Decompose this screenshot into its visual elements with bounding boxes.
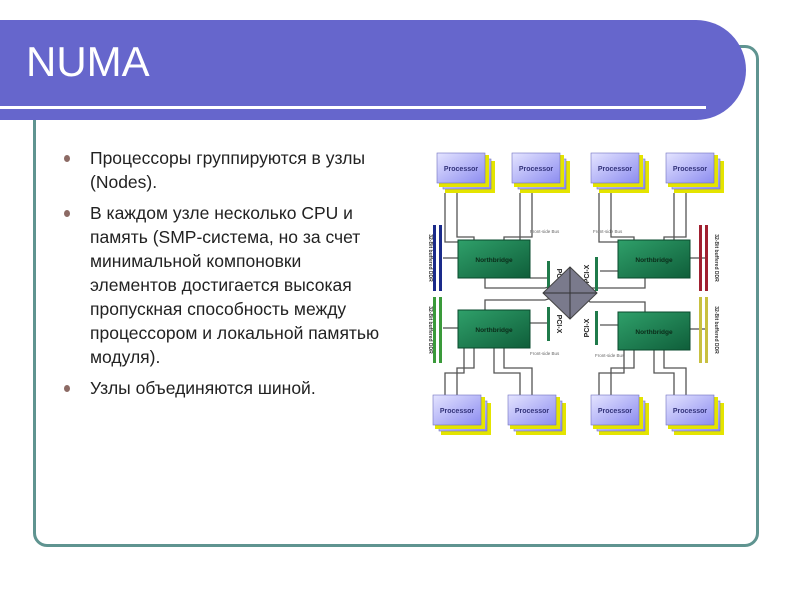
memory-module [439,297,442,363]
bullet-item: Узлы объединяются шиной. [62,376,392,400]
front-side-bus-label: Front-side Bus [593,229,623,234]
bullet-list: Процессоры группируются в узлы (Nodes). … [62,146,392,407]
title-underline [0,106,706,109]
pci-x-slot [547,307,550,341]
bus-wire [584,278,646,289]
bus-wire [653,193,675,243]
pci-x-label: PCI-X [584,264,591,283]
bullet-item: Процессоры группируются в узлы (Nodes). [62,146,392,194]
pci-x-slot [595,311,598,345]
processor-box [590,152,640,184]
bus-wire [584,296,646,312]
memory-module [705,225,708,291]
memory-module [439,225,442,291]
bus-wire [484,278,556,289]
processor-box [436,152,486,184]
memory-module [433,297,436,363]
memory-label: 32-Bit buffered DDR [427,234,433,282]
pci-x-slot [595,257,598,291]
northbridge-box [457,309,531,349]
processor-label: Processor [444,166,479,173]
front-side-bus-label: Front-side Bus [595,353,625,358]
bus-wire [456,348,475,398]
processor-label: Processor [673,408,708,415]
memory-label: 32-Bit buffered DDR [427,306,433,354]
bus-wire [610,193,635,240]
bus-wire [610,348,635,398]
bus-wire [484,296,556,310]
processor-box [432,394,482,426]
northbridge-box [617,311,691,351]
northbridge-label: Northbridge [475,327,513,334]
front-side-bus-label: Front-side Bus [530,351,560,356]
memory-module [699,225,702,291]
bullet-icon [64,155,70,162]
bus-wire [456,193,475,240]
bus-wire [444,348,465,398]
processor-box [511,152,561,184]
pci-x-label: PCI-X [555,315,562,334]
front-side-bus-label: Front-side Bus [530,229,560,234]
bus-wire [663,193,687,240]
memory-label: 32-Bit buffered DDR [713,234,719,282]
processor-label: Processor [519,166,554,173]
bus-wire [653,348,675,398]
memory-module [705,297,708,363]
northbridge-label: Northbridge [475,257,513,264]
memory-module [699,297,702,363]
processor-label: Processor [515,408,550,415]
processor-label: Processor [598,166,633,173]
processor-box [665,152,715,184]
bus-wire [493,193,521,243]
bus-wire [503,348,533,398]
pci-x-slot [547,261,550,295]
bullet-icon [64,210,70,217]
processor-box [507,394,557,426]
bus-wire [493,348,521,398]
bus-wire [663,348,687,398]
slide-title: NUMA [26,38,150,85]
bullet-icon [64,385,70,392]
processor-box [590,394,640,426]
processor-label: Processor [598,408,633,415]
title-bar [0,20,746,120]
bus-wire [444,193,465,243]
pci-x-label: PCI-X [584,318,591,337]
processor-label: Processor [440,408,475,415]
memory-module [433,225,436,291]
northbridge-label: Northbridge [635,329,673,336]
memory-label: 32-Bit buffered DDR [713,306,719,354]
processor-box [665,394,715,426]
processor-label: Processor [673,166,708,173]
northbridge-box [617,239,691,279]
northbridge-label: Northbridge [635,257,673,264]
bus-wire [503,193,533,240]
bullet-item: В каждом узле несколько CPU и память (SM… [62,201,392,369]
northbridge-box [457,239,531,279]
